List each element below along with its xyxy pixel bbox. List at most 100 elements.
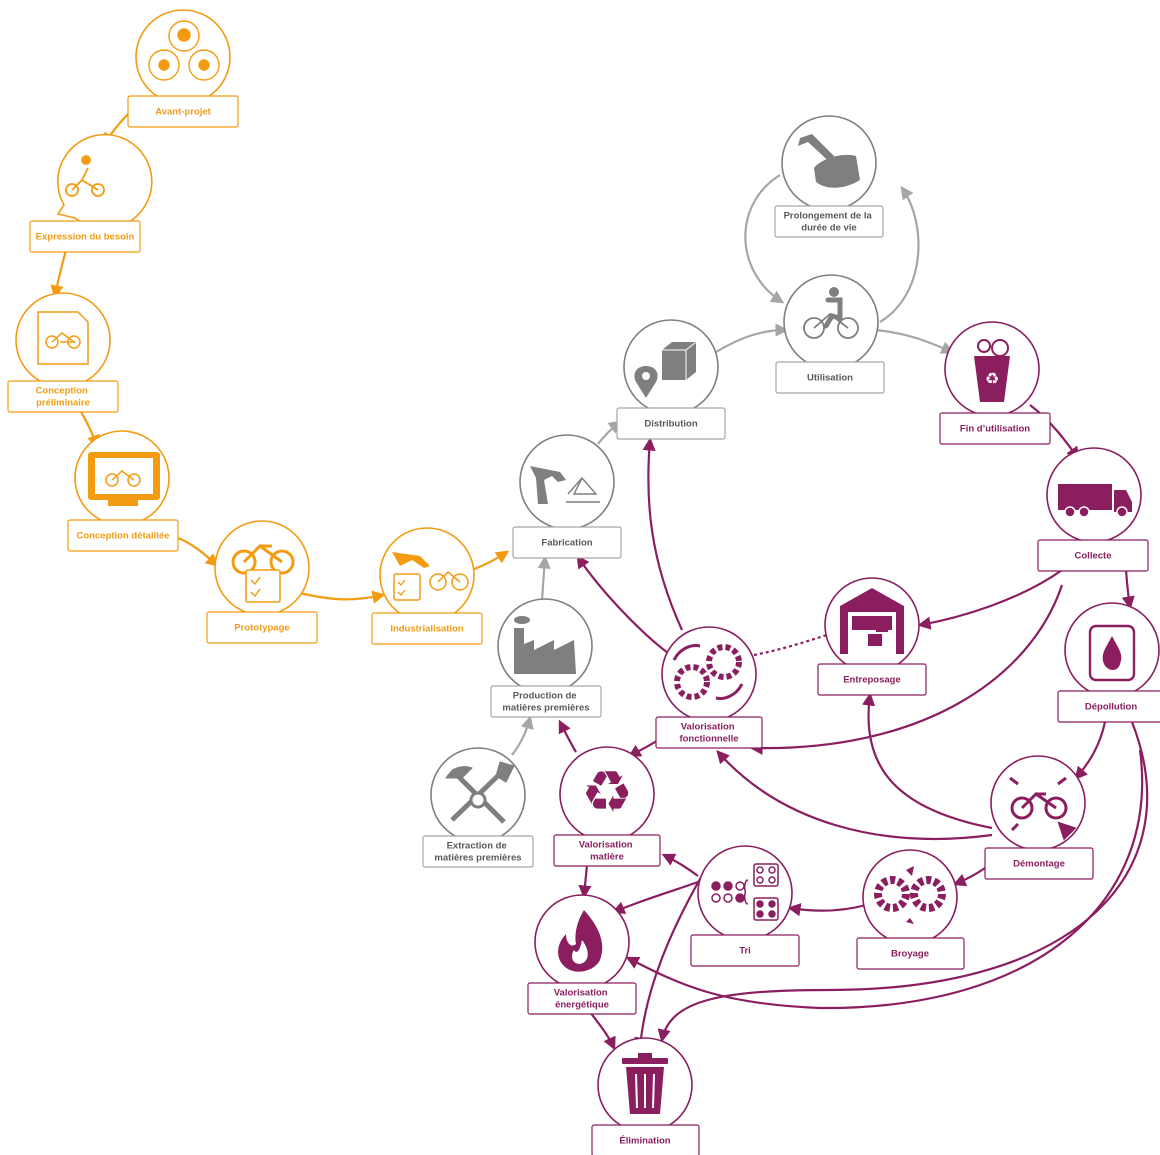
arrow-tri-to-valmatiere [661, 853, 699, 877]
node-label: Tri [739, 945, 751, 956]
node-elimination[interactable]: Élimination [591, 1037, 700, 1155]
node-label: Industrialisation [390, 623, 464, 634]
arrow-expression-to-conception-prelim [50, 249, 68, 299]
arrow-elimination-route-to-valenergie [625, 749, 1144, 1010]
node-demontage[interactable]: Démontage [984, 755, 1094, 880]
arrow-detaillee-to-prototypage [177, 536, 220, 567]
robot-arm-checklist-icon [392, 552, 469, 601]
warehouse-icon [840, 588, 904, 654]
node-fabrication[interactable]: Fabrication [512, 434, 622, 559]
node-valorisation-energetique[interactable]: Valorisation énergétique [527, 894, 637, 1015]
arrow-collecte-to-depollution [1121, 569, 1135, 610]
node-prototypage[interactable]: Prototypage [206, 520, 318, 644]
arrow-valfonct-to-distribution [642, 437, 684, 631]
node-depollution[interactable]: Dépollution [1057, 602, 1160, 723]
svg-text:♻: ♻ [581, 758, 633, 826]
node-label: Broyage [891, 948, 929, 959]
label-line: Démontage [1013, 858, 1065, 869]
arrow-demontage-to-entreposage [862, 692, 993, 830]
dotted-valfonct-entreposage [753, 632, 831, 657]
label-line: Conception [36, 385, 88, 396]
node-conception-preliminaire[interactable]: Conception préliminaire [7, 292, 119, 413]
label-line: Industrialisation [390, 623, 464, 634]
node-entreposage[interactable]: Entreposage [817, 577, 927, 696]
label-line: matières premières [434, 852, 521, 863]
loop-prolongement-to-utilisation [744, 174, 785, 304]
arrow-tri-to-elimination [634, 864, 709, 1051]
arrow-valfonct-to-fabrication [576, 554, 669, 654]
arrow-depollution-to-elimination [657, 721, 1149, 1043]
label-line: Collecte [1075, 550, 1112, 561]
arrow-valmatiere-to-production [558, 719, 577, 753]
node-broyage[interactable]: Broyage [856, 849, 965, 970]
arrow-depollution-to-demontage [1074, 721, 1107, 780]
node-industrialisation[interactable]: Industrialisation [371, 527, 483, 645]
label-line: Prototypage [234, 622, 289, 633]
node-production-matieres-premieres[interactable]: Production de matières premières [490, 598, 602, 718]
node-prolongement-duree-de-vie[interactable]: Prolongement de la durée de vie [774, 115, 884, 238]
node-label: Élimination [619, 1135, 670, 1146]
node-label: Collecte [1075, 550, 1112, 561]
node-extraction-matieres-premieres[interactable]: Extraction de matières premières [422, 747, 534, 868]
svg-text:♻: ♻ [985, 369, 999, 388]
bike-disassembly-icon [1009, 776, 1066, 830]
label-line: Production de [513, 690, 577, 701]
gears-cycle-icon [672, 644, 744, 700]
arrow-valenergie-to-elimination [589, 1011, 616, 1051]
sorting-icon [711, 863, 779, 921]
node-label: Valorisation fonctionnelle [679, 721, 738, 744]
cyclist-speech-icon [65, 155, 105, 197]
label-line: Expression du besoin [36, 231, 135, 242]
label-line: durée de vie [801, 222, 856, 233]
bike-monitor-icon [88, 452, 160, 506]
bike-document-icon [37, 311, 89, 365]
flame-icon [558, 910, 603, 972]
node-valorisation-matiere[interactable]: ♻ Valorisation matière [553, 746, 661, 867]
node-valorisation-fonctionnelle[interactable]: Valorisation fonctionnelle [655, 626, 763, 749]
node-label: Valorisation matière [579, 839, 636, 862]
label-line: Tri [739, 945, 751, 956]
label-line: Fabrication [541, 537, 592, 548]
arrow-demontage-to-valfonct [716, 750, 993, 841]
node-tri[interactable]: Tri [690, 845, 800, 967]
node-label: Conception préliminaire [36, 385, 91, 408]
jerrycan-drop-icon [1088, 624, 1136, 682]
crusher-gears-icon [874, 866, 946, 924]
node-avant-projet[interactable]: Avant-projet [127, 9, 239, 128]
node-label: Fabrication [541, 537, 592, 548]
label-line: matières premières [502, 702, 589, 713]
node-utilisation[interactable]: Utilisation [775, 274, 885, 394]
box-pin-icon [634, 341, 697, 398]
arrow-collecte-to-valfonct [749, 584, 1064, 755]
node-conception-detaillee[interactable]: Conception détaillée [67, 430, 179, 552]
arrow-distribution-to-utilisation [715, 323, 789, 353]
node-fin-utilisation[interactable]: ♻ Fin d’utilisation [939, 321, 1051, 445]
wrench-hand-icon [798, 134, 860, 188]
node-label: Distribution [644, 418, 697, 429]
label-line: énergétique [555, 999, 609, 1010]
label-line: Entreposage [843, 674, 901, 685]
label-line: Valorisation [554, 987, 608, 998]
label-line: fonctionnelle [679, 733, 738, 744]
arrow-extraction-to-production [511, 715, 534, 756]
arrow-valmatiere-to-valenergie [578, 864, 592, 899]
node-label: Valorisation énergétique [554, 987, 611, 1010]
label-line: Valorisation [579, 839, 633, 850]
node-label: Expression du besoin [36, 231, 135, 242]
arrow-industrialisation-to-fabrication [471, 550, 510, 572]
node-distribution[interactable]: Distribution [616, 319, 726, 440]
arrow-utilisation-to-fin [875, 328, 955, 354]
robot-arm-bike-icon [530, 466, 600, 504]
node-label: Production de matières premières [502, 690, 589, 713]
recycle-icon: ♻ [581, 758, 633, 826]
bike-checklist-icon [231, 544, 295, 603]
label-line: Prolongement de la [784, 210, 873, 221]
arrow-production-to-fabrication [537, 555, 551, 601]
node-collecte[interactable]: Collecte [1037, 447, 1149, 572]
node-label: Conception détaillée [77, 530, 170, 541]
node-expression-du-besoin[interactable]: Expression du besoin [29, 133, 153, 253]
factory-icon [514, 616, 576, 674]
label-line: Utilisation [807, 372, 853, 383]
team-gear-icon [148, 20, 220, 81]
